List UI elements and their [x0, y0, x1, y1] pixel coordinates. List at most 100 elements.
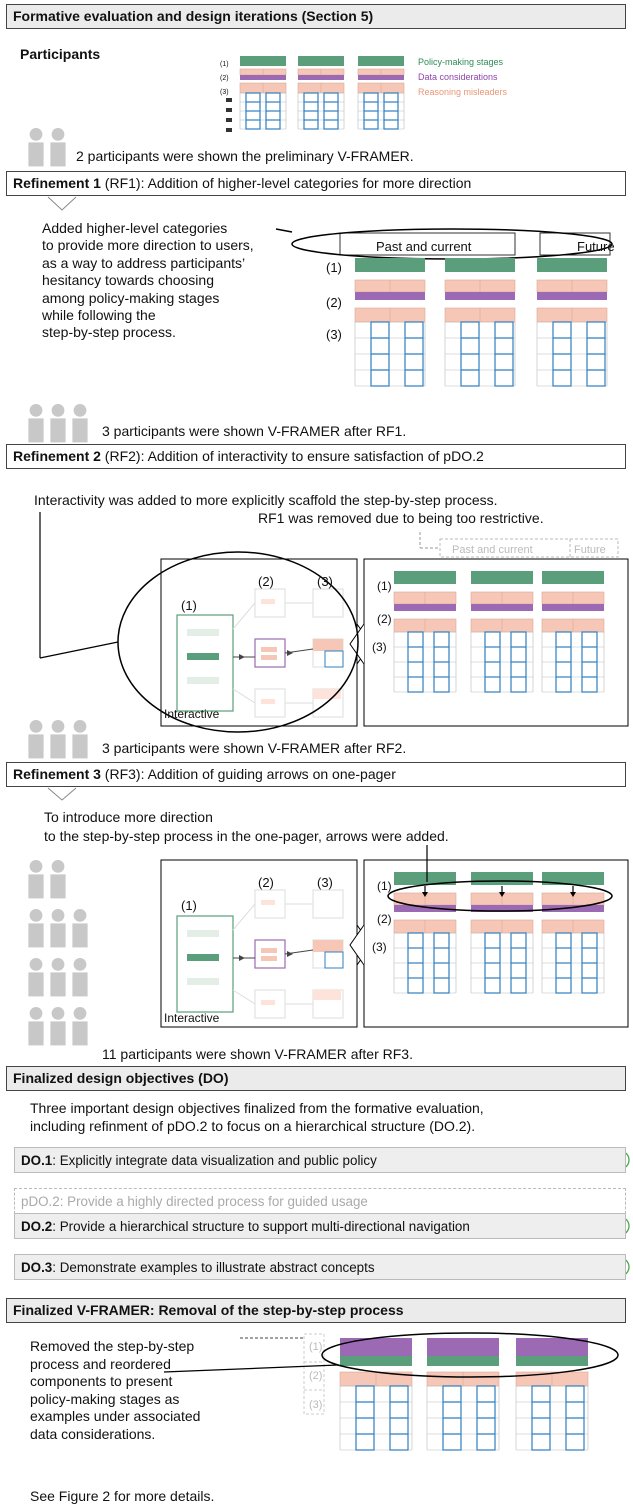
data-consideration-cell: [444, 279, 516, 293]
policy-stage-bar: [471, 571, 533, 584]
policy-stage-bar: [358, 56, 404, 66]
person-icon-head: [29, 720, 43, 733]
example-box: [355, 1385, 375, 1451]
rf3-col-label-2: (2): [258, 875, 274, 890]
person-icon-head: [29, 1007, 43, 1020]
data-consideration-cell: [536, 279, 608, 293]
rf2-col-label-2: (2): [258, 574, 274, 589]
person-icon-body: [50, 972, 66, 997]
link-line: [284, 648, 314, 654]
person-icon-head: [29, 909, 43, 922]
rf3-col-label-3: (3): [317, 875, 333, 890]
person-icon-head: [51, 1007, 65, 1020]
rf2-row-label-1: (1): [377, 579, 392, 593]
rf1-participant-count: 3 participants were shown V-FRAMER after…: [102, 423, 407, 439]
rf2-col-label-3: (3): [317, 574, 333, 589]
person-icon-body: [50, 418, 66, 443]
highlight-ellipse: [321, 1332, 619, 1378]
rf2-col-label-1: (1): [181, 598, 197, 613]
person-icon-body: [50, 734, 66, 759]
example-box: [476, 1385, 496, 1451]
objectives-desc-line-2: including refinment of pDO.2 to focus on…: [30, 1118, 476, 1134]
data-consideration-bar: [542, 905, 604, 912]
callout-notch: [47, 787, 77, 801]
data-consideration-cell: [470, 892, 534, 906]
person-icon-body: [28, 874, 44, 899]
final-ghost-label-3: (3): [309, 1399, 323, 1411]
person-icon-head: [51, 720, 65, 733]
example-box: [404, 321, 424, 387]
prelim-row-label-2: (2): [220, 75, 229, 82]
policy-stage-bar: [394, 872, 456, 885]
data-consideration-bar: [471, 604, 533, 611]
rf2-desc-line-1: Interactivity was added to more explicit…: [34, 492, 498, 508]
arrow-head: [239, 955, 245, 961]
data-consideration-cell: [297, 68, 345, 76]
rf2-participant-count: 3 participants were shown V-FRAMER after…: [102, 740, 407, 756]
stage-selector-box: [176, 915, 234, 1013]
data-consideration-bar: [516, 1338, 588, 1356]
panel-break: [356, 860, 372, 1027]
person-icon-head: [51, 860, 65, 873]
highlight-ellipse: [387, 880, 613, 912]
person-icon-head: [73, 404, 87, 417]
mini-salmon: [313, 639, 343, 651]
rf3-row-label-2: (2): [377, 912, 392, 926]
prelim-row-label-3: (3): [220, 89, 229, 96]
ghost-box: [312, 688, 344, 718]
example-box: [581, 631, 598, 693]
ghost-box: [312, 989, 344, 1019]
data-consideration-bar: [298, 75, 344, 80]
callout-line: [39, 641, 119, 659]
selected-data-box: [254, 638, 286, 668]
person-icon-head: [29, 404, 43, 417]
example-box: [581, 932, 598, 994]
mini: [261, 956, 277, 961]
rf1-desc-line: as a way to address participants’: [42, 254, 246, 271]
ghost-bar: [187, 978, 219, 985]
person-icon-body: [50, 874, 66, 899]
ghost-link: [232, 688, 256, 704]
person-icon-body: [72, 418, 88, 443]
panel-break: [349, 559, 365, 726]
rf1-row-label-3: (3): [326, 327, 342, 342]
example-box: [407, 932, 424, 994]
example-box: [245, 92, 261, 130]
rf3-desc-line-1: To introduce more direction: [44, 809, 213, 825]
data-consideration-cell: [393, 591, 457, 605]
policy-stage-bar: [427, 1356, 499, 1366]
rf1-cat-past-current: Past and current: [376, 239, 472, 254]
rf1-desc-line: step-by-step process.: [42, 324, 176, 341]
objective-do1: DO.1: Explicitly integrate data visualiz…: [14, 1147, 626, 1173]
ghost-box: [312, 638, 344, 668]
person-icon-body: [28, 1021, 44, 1046]
arrow-head: [287, 951, 293, 957]
callout-line: [275, 228, 293, 233]
data-consideration-bar: [394, 905, 456, 912]
person-icon-head: [73, 1007, 87, 1020]
reasoning-misleader-bar: [339, 1371, 413, 1387]
objective-do2: DO.2: Provide a hierarchical structure t…: [14, 1213, 626, 1239]
rf1-row-label-2: (2): [326, 295, 342, 310]
final-desc-line: components to present: [30, 1373, 173, 1390]
data-consideration-bar: [427, 1338, 499, 1356]
reasoning-misleader-bar: [444, 307, 516, 323]
person-icon-body: [72, 734, 88, 759]
objective-pdo2-removed: pDO.2: Provide a highly directed process…: [14, 1188, 626, 1214]
ghost-box: [254, 588, 286, 618]
example-box: [555, 631, 572, 693]
example-box: [510, 932, 527, 994]
policy-stage-bar: [542, 571, 604, 584]
example-box: [265, 92, 281, 130]
guiding-arrow-head: [570, 892, 576, 897]
ghost-mini: [261, 599, 275, 604]
rf3-row-label-3: (3): [372, 940, 387, 954]
rf2-row-label-2: (2): [377, 612, 392, 626]
policy-stage-bar: [542, 872, 604, 885]
final-ghost-label-2: (2): [309, 1370, 323, 1382]
example-box: [370, 321, 390, 387]
reasoning-misleader-bar: [393, 919, 457, 934]
policy-stage-bar: [516, 1356, 588, 1366]
mini: [261, 655, 277, 660]
policy-stage-bar: [240, 56, 286, 66]
